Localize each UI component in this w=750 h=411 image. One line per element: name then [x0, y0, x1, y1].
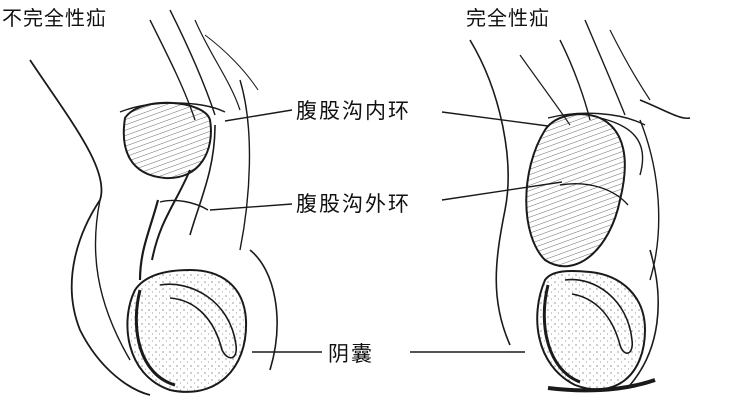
right-panel-title: 完全性疝: [466, 6, 550, 30]
leader-external-right: [441, 181, 563, 201]
scrotum-label: 阴囊: [326, 338, 376, 368]
leader-internal-left: [224, 109, 293, 122]
internal-ring-label: 腹股沟内环: [294, 95, 413, 125]
left-figure: [29, 9, 278, 396]
right-figure: [469, 19, 691, 393]
left-panel-title: 不完全性疝: [2, 6, 107, 30]
external-ring-label: 腹股沟外环: [294, 188, 413, 218]
leader-lines: [209, 109, 563, 353]
leader-external-left: [209, 203, 293, 211]
leader-internal-right: [441, 111, 549, 127]
